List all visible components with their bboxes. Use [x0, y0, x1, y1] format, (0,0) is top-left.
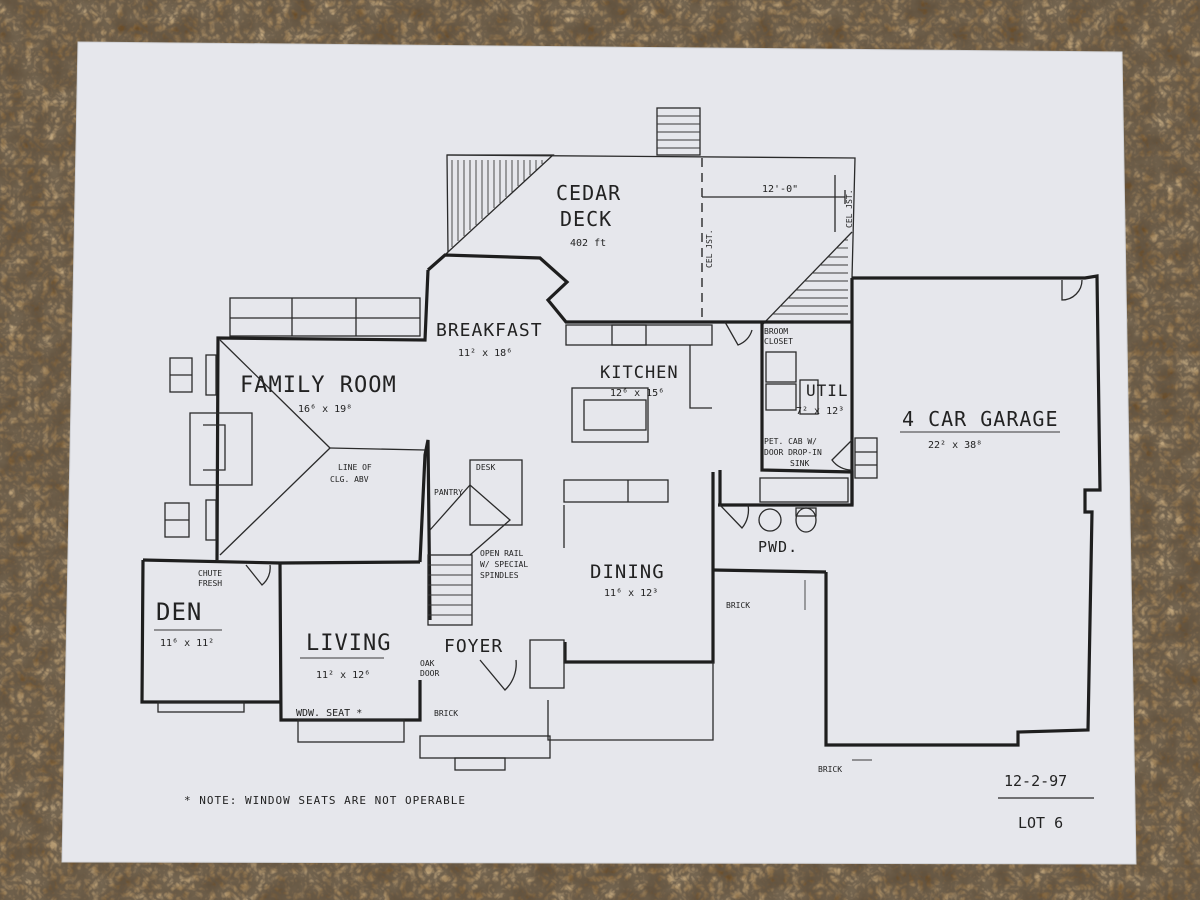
breakfast-rail	[229, 297, 421, 337]
plan-note: * NOTE: WINDOW SEATS ARE NOT OPERABLE	[184, 794, 466, 807]
utility-appliances	[759, 351, 849, 503]
chute-fresh-1: CHUTE	[198, 569, 222, 578]
chute-fresh-2: FRESH	[198, 579, 222, 588]
living-dim: 11² x 12⁶	[316, 670, 370, 681]
deck-stair-hatch-right	[772, 239, 848, 315]
pet-cab-1: PET. CAB W/	[764, 437, 817, 446]
cedar-deck-label-2: DECK	[560, 207, 612, 231]
breakfast-dim: 11² x 18⁶	[458, 348, 512, 359]
line-of-clg-1: LINE OF	[338, 463, 372, 472]
family-room-label: FAMILY ROOM	[240, 373, 397, 398]
kitchen-dim: 12⁶ x 15⁶	[610, 388, 664, 399]
brick-side: BRICK	[726, 601, 750, 610]
garage-step	[854, 437, 878, 479]
util-dim: 7² x 12³	[796, 406, 844, 417]
powder-room-fixtures	[758, 507, 817, 533]
breakfast-label: BREAKFAST	[436, 320, 543, 341]
brick-front: BRICK	[434, 709, 458, 718]
broom-closet-1: BROOM	[764, 327, 788, 336]
den-dim: 11⁶ x 11²	[160, 638, 214, 649]
col-jst-left: CEL JST.	[705, 229, 714, 268]
plan-date: 12-2-97	[1004, 772, 1067, 790]
plan-lot: LOT 6	[1018, 814, 1063, 832]
family-room-windows	[164, 354, 217, 541]
door-swings	[245, 279, 1083, 691]
cedar-deck	[435, 107, 856, 326]
window-seat-label: WDW. SEAT *	[296, 708, 362, 719]
cedar-deck-label-1: CEDAR	[556, 181, 621, 205]
pet-cab-2: DOOR DROP-IN	[764, 448, 822, 457]
window-seats	[157, 662, 714, 771]
staircase	[427, 459, 523, 626]
open-rail-2: W/ SPECIAL	[480, 560, 528, 569]
cedar-deck-area: 402 ft	[570, 238, 606, 249]
util-label: UTIL	[806, 381, 849, 400]
open-rail-1: OPEN RAIL	[480, 549, 524, 558]
pantry-label: PANTRY	[434, 488, 463, 497]
desk-label: DESK	[476, 463, 495, 472]
oak-door-1: OAK	[420, 659, 435, 668]
living-label: LIVING	[306, 631, 391, 656]
pwd-label: PWD.	[758, 538, 798, 556]
foyer-label: FOYER	[444, 636, 503, 657]
garage-label: 4 CAR GARAGE	[902, 407, 1059, 431]
deck-dimension: 12'-0"	[762, 184, 798, 195]
dining-dim: 11⁶ x 12³	[604, 588, 658, 599]
kitchen-label: KITCHEN	[600, 363, 679, 383]
pet-cab-3: SINK	[790, 459, 809, 468]
fireplace	[189, 412, 253, 486]
paper	[62, 42, 1136, 864]
family-room-ceiling-lines	[219, 339, 426, 556]
oak-door-2: DOOR	[420, 669, 439, 678]
garage-dim: 22² x 38⁸	[928, 440, 982, 451]
deck-stair-hatch-left	[451, 160, 543, 247]
open-rail-3: SPINDLES	[480, 571, 519, 580]
kitchen-cabinets	[563, 324, 713, 548]
dining-label: DINING	[590, 561, 665, 583]
col-jst-right: CEL JST.	[845, 189, 854, 228]
den-label: DEN	[156, 598, 202, 626]
family-room-dim: 16⁶ x 19⁸	[298, 404, 352, 415]
broom-closet-2: CLOSET	[764, 337, 793, 346]
brick-garage: BRICK	[818, 765, 842, 774]
line-of-clg-2: CLG. ABV	[330, 475, 369, 484]
